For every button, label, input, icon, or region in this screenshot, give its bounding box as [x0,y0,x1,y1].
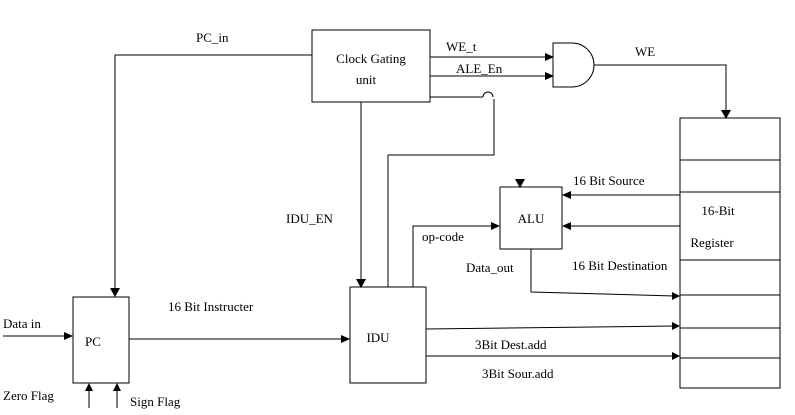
we-wire [594,64,731,119]
register-label-line2: Register [690,235,734,250]
pc-label: PC [85,334,101,349]
pc-in-label: PC_in [196,30,229,45]
instructer-wire [129,335,350,343]
pc-block: PC [72,296,130,384]
register-alu-wire [562,222,680,230]
register-block: 16-Bit Register [679,117,781,389]
we-label: WE [635,44,655,59]
data-in-label: Data in [3,316,41,331]
data-out-label: Data_out [466,260,514,275]
sign-flag-label: Sign Flag [130,394,181,409]
clock-gating-unit: Clock Gating unit [311,29,431,103]
data-in-wire [3,332,73,340]
zero-flag-wire [85,383,93,408]
idu-block: IDU [349,286,427,384]
idu-en-label: IDU_EN [286,211,334,226]
op-code-wire [412,222,500,287]
idu-label: IDU [366,330,390,345]
sour-add-label: 3Bit Sour.add [482,366,554,381]
sour-add-wire [426,352,680,360]
ale-en-label: ALE_En [456,61,503,76]
sign-flag-wire [113,383,121,408]
alu-block: ALU [499,186,563,250]
pc-in-wire [110,54,312,297]
data-out-wire [530,249,680,300]
clock-gating-label-line1: Clock Gating [336,51,406,66]
dest-add-wire [425,322,680,330]
op-code-label: op-code [422,229,464,244]
we-t-wire [430,53,554,61]
source-wire [562,191,680,199]
alu-enable-wire [430,91,525,188]
destination-label: 16 Bit Destination [572,258,668,273]
clock-gating-label-line2: unit [356,72,377,87]
and-gate [552,42,595,88]
idu-en-wire [356,102,366,288]
zero-flag-label: Zero Flag [3,388,54,403]
ale-en-wire [430,72,554,80]
alu-label: ALU [518,211,545,226]
we-t-label: WE_t [446,39,477,54]
source-label: 16 Bit Source [573,173,645,188]
idu-feedback-wire [387,99,495,287]
register-label-line1: 16-Bit [701,203,735,218]
dest-add-label: 3Bit Dest.add [475,337,547,352]
instructer-label: 16 Bit Instructer [168,299,254,314]
